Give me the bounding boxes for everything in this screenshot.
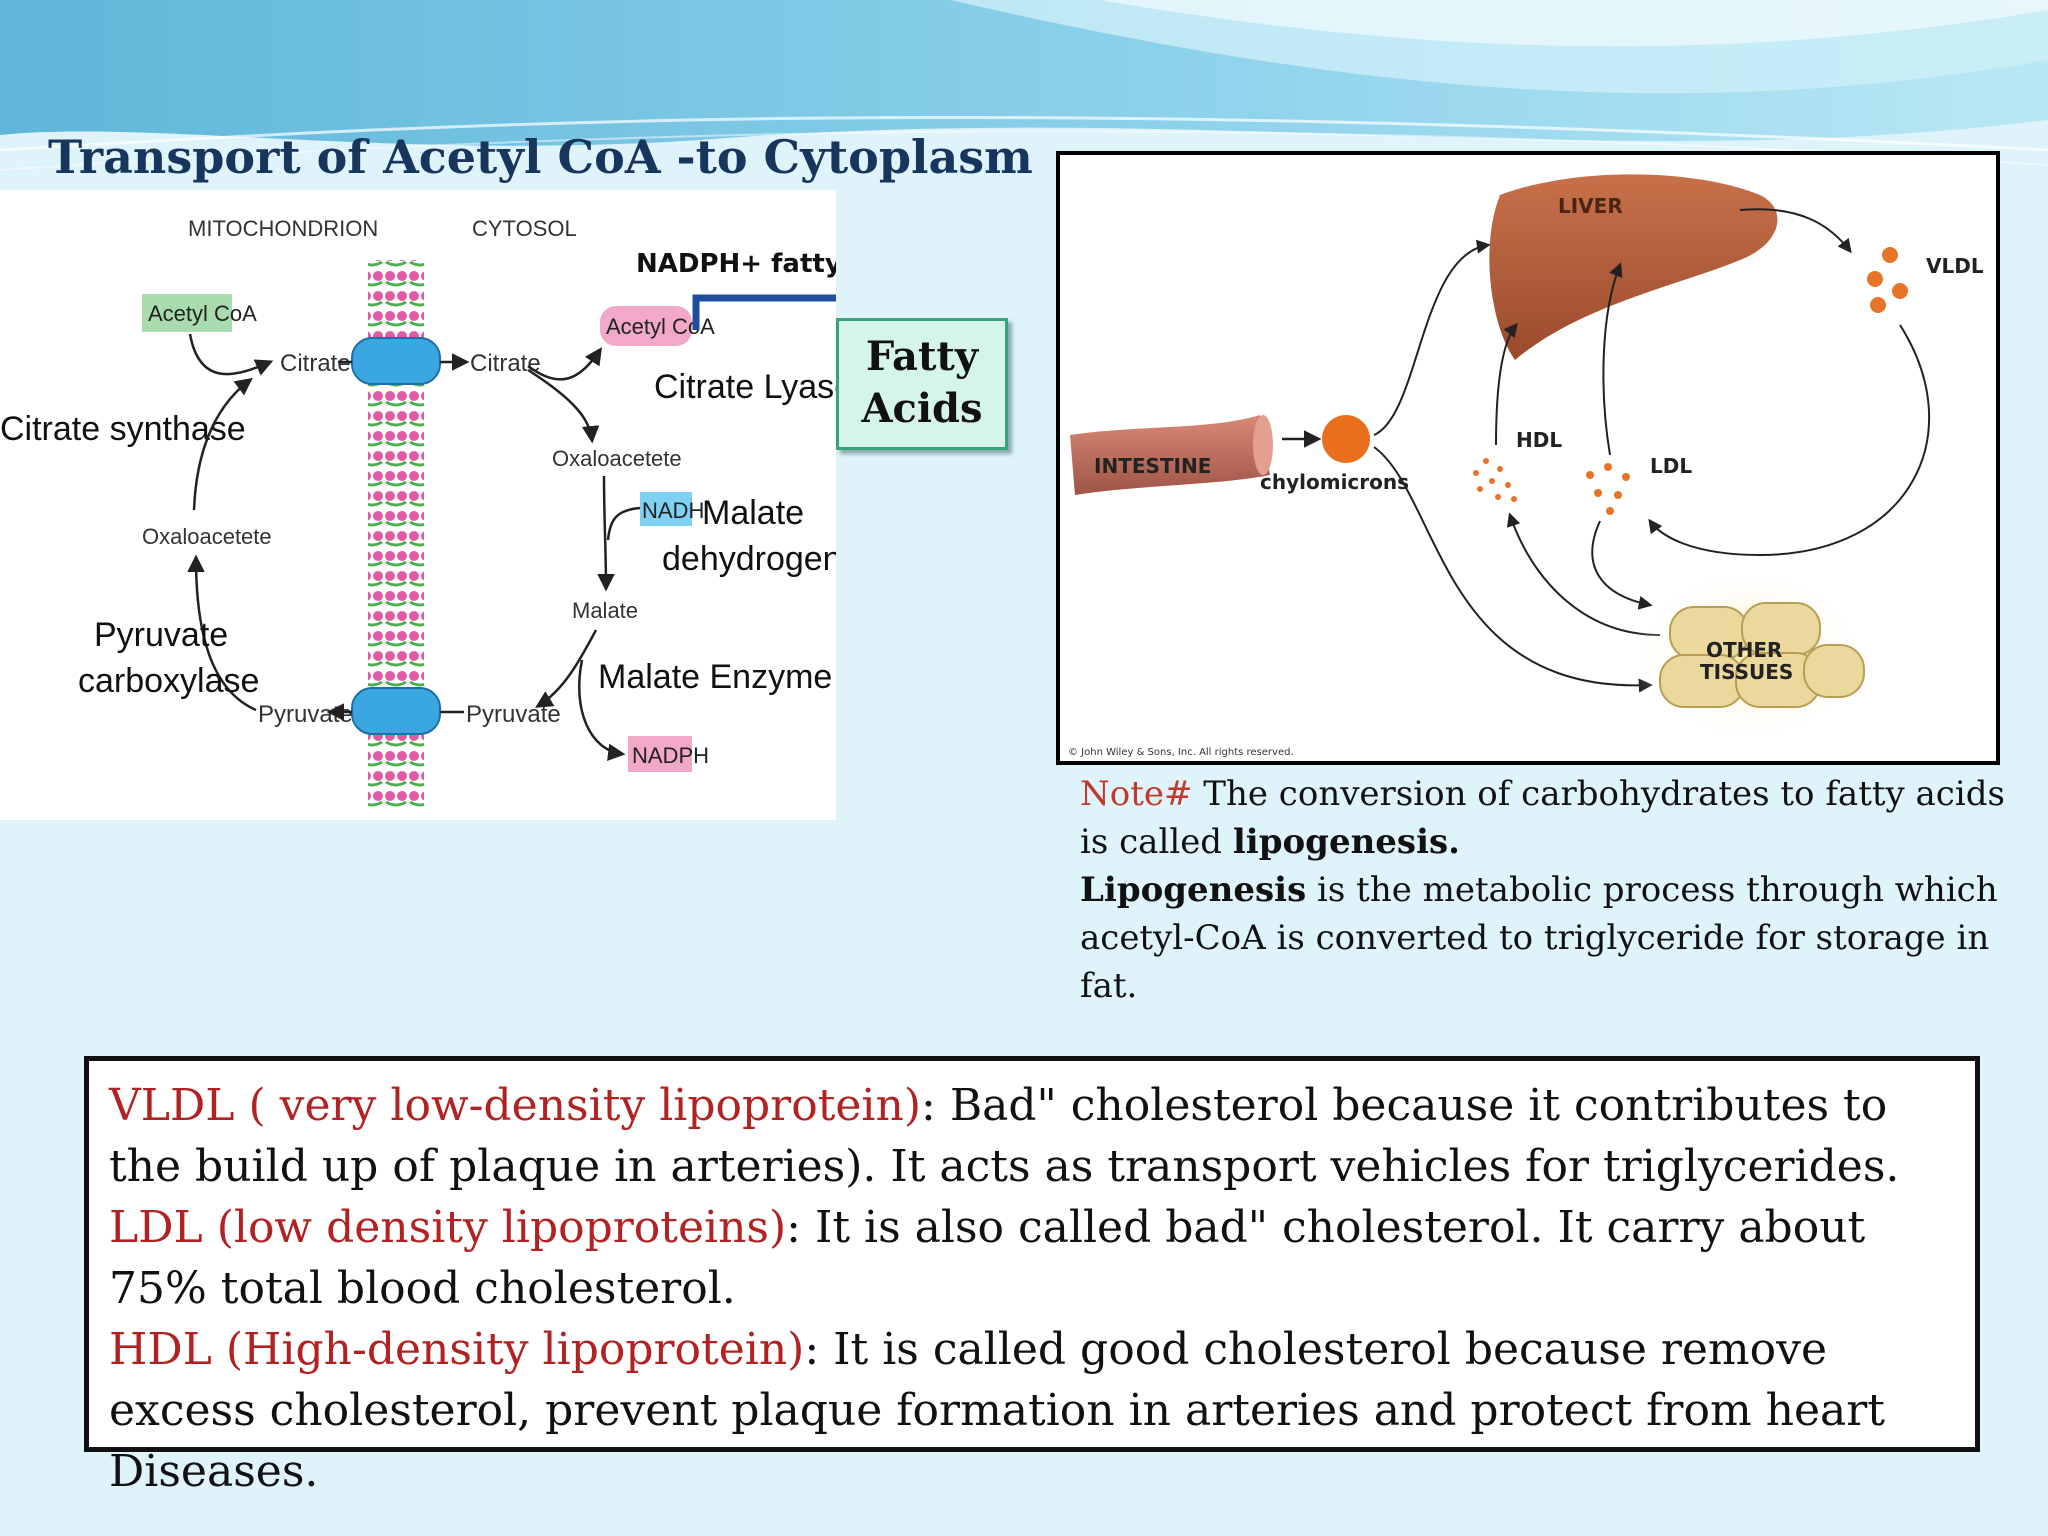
chylomicron-particle bbox=[1322, 415, 1370, 463]
synthase-arrow bbox=[692, 289, 940, 330]
pyruvate-carboxylase-line2: carboxylase bbox=[78, 662, 259, 700]
malate: Malate bbox=[572, 598, 638, 623]
pyruvate-left: Pyruvate bbox=[258, 701, 353, 728]
hdl-particles bbox=[1473, 458, 1517, 502]
note-line2-bold: Lipogenesis bbox=[1080, 870, 1307, 910]
intestine-end bbox=[1253, 415, 1273, 475]
vldl-label: VLDL bbox=[1926, 254, 1984, 278]
note-line1-bold: lipogenesis. bbox=[1232, 822, 1460, 862]
liver-to-vldl-arrow bbox=[1739, 208, 1852, 254]
liver-label: LIVER bbox=[1558, 194, 1623, 218]
definition-text: : It is called good cholesterol because … bbox=[109, 1324, 1885, 1497]
definition-term: LDL (low density lipoproteins) bbox=[109, 1202, 787, 1253]
citrate-transporter bbox=[351, 337, 441, 385]
nadh-box bbox=[640, 492, 692, 526]
nadh: NADH bbox=[642, 498, 704, 523]
vldl-to-ldl-arrow bbox=[1648, 324, 1931, 557]
hdl-to-liver-arrow bbox=[1495, 322, 1518, 446]
citrate-lyase: Citrate Lyase bbox=[654, 368, 836, 406]
definition-vldl: VLDL ( very low-density lipoprotein): Ba… bbox=[109, 1075, 1955, 1197]
mitochondrion-label: MITOCHONDRION bbox=[188, 216, 378, 241]
malate-enzyme: Malate Enzyme bbox=[598, 658, 832, 696]
acetyl-coa-cyto-box bbox=[600, 306, 692, 346]
citrate-right: Citrate bbox=[470, 350, 541, 377]
vldl-particle bbox=[1867, 271, 1883, 287]
definition-hdl: HDL (High-density lipoprotein): It is ca… bbox=[109, 1319, 1955, 1502]
ldl-particles bbox=[1586, 463, 1630, 515]
definition-text: : Bad" cholesterol because it contribute… bbox=[109, 1080, 1900, 1192]
vldl-particle bbox=[1882, 247, 1898, 263]
fatty-acids-line1: Fatty bbox=[865, 333, 979, 380]
definition-term: HDL (High-density lipoprotein) bbox=[109, 1324, 805, 1375]
liver-shape bbox=[1489, 174, 1778, 360]
oxalo-to-malate-arrow bbox=[597, 475, 615, 592]
oxaloacetete-left: Oxaloacetete bbox=[142, 524, 272, 549]
oxalo-to-citrate-arrow bbox=[192, 377, 253, 511]
chylomicrons-label: chylomicrons bbox=[1260, 470, 1409, 494]
ldl-to-tissues-arrow bbox=[1591, 520, 1653, 610]
malate-dh-line1: Malate bbox=[702, 494, 804, 532]
other-tissues-line1: OTHER bbox=[1706, 638, 1782, 662]
acetyl-coa-transport-diagram: MITOCHONDRION CYTOSOL Acetyl CoA Acetyl … bbox=[0, 190, 1068, 820]
citrate-synthase: Citrate synthase bbox=[0, 410, 246, 448]
acetyl-to-citrate-arrow bbox=[188, 333, 274, 376]
hdl-label: HDL bbox=[1516, 428, 1562, 452]
nadph-arrow bbox=[578, 659, 626, 761]
synthases-label: NADPH+ fatty acid synthases bbox=[636, 249, 836, 279]
header-decoration bbox=[0, 0, 2048, 171]
copyright: © John Wiley & Sons, Inc. All rights res… bbox=[1068, 747, 1294, 758]
intestine-shape bbox=[1070, 415, 1270, 495]
vldl-particle bbox=[1892, 283, 1908, 299]
nadh-arrow bbox=[606, 506, 641, 541]
vldl-particle bbox=[1870, 297, 1886, 313]
fatty-acids-box: Fatty Acids bbox=[836, 318, 1008, 450]
definition-ldl: LDL (low density lipoproteins): It is al… bbox=[109, 1197, 1955, 1319]
fatty-acids-line2: Acids bbox=[861, 385, 983, 432]
note-line2-text: is the metabolic process through which a… bbox=[1080, 870, 1998, 1006]
cytosol-label: CYTOSOL bbox=[472, 216, 577, 241]
lipoprotein-transport-diagram: LIVER VLDL INTESTINE chylomicrons bbox=[1056, 151, 2000, 765]
acetyl-coa-mito: Acetyl CoA bbox=[148, 301, 257, 326]
chylo-to-tissues-arrow bbox=[1373, 446, 1653, 693]
citrate-left: Citrate bbox=[280, 350, 351, 377]
malate-dh-line2: dehydrogenase bbox=[662, 540, 836, 578]
note-line1-text: The conversion of carbohydrates to fatty… bbox=[1080, 774, 2005, 862]
other-tissues-cells bbox=[1659, 602, 1865, 708]
ldl-to-liver-arrow bbox=[1602, 262, 1623, 456]
chylo-to-liver-arrow bbox=[1373, 239, 1491, 436]
oxaloacetete-right: Oxaloacetete bbox=[552, 446, 682, 471]
lipoprotein-definitions: VLDL ( very low-density lipoprotein): Ba… bbox=[84, 1056, 1980, 1497]
nadph: NADPH bbox=[632, 743, 709, 768]
pyruvate-right: Pyruvate bbox=[466, 701, 561, 728]
acetyl-coa-mito-box bbox=[142, 294, 232, 332]
pyruvate-transporter bbox=[351, 687, 441, 735]
ldl-label: LDL bbox=[1650, 454, 1692, 478]
citrate-to-acetyl-arrow bbox=[527, 347, 602, 381]
tissues-to-hdl-arrow bbox=[1506, 512, 1661, 636]
intestine-label: INTESTINE bbox=[1094, 454, 1211, 478]
malate-to-pyruvate-arrow bbox=[535, 629, 598, 708]
other-tissues-line2: TISSUES bbox=[1700, 660, 1793, 684]
definition-text: : It is also called bad" cholesterol. It… bbox=[109, 1202, 1866, 1314]
slide-title: Transport of Acetyl CoA -to Cytoplasm bbox=[48, 130, 1033, 184]
pyruvate-carboxylase-line1: Pyruvate bbox=[94, 616, 228, 654]
citrate-to-oxalo-arrow bbox=[527, 368, 600, 444]
nadph-box bbox=[628, 736, 692, 772]
lipogenesis-note: Note# The conversion of carbohydrates to… bbox=[1080, 770, 2040, 1010]
definition-term: VLDL ( very low-density lipoprotein) bbox=[109, 1080, 922, 1131]
pyruvate-to-oxalo-arrow bbox=[187, 554, 257, 712]
note-prefix: Note# bbox=[1080, 774, 1193, 814]
